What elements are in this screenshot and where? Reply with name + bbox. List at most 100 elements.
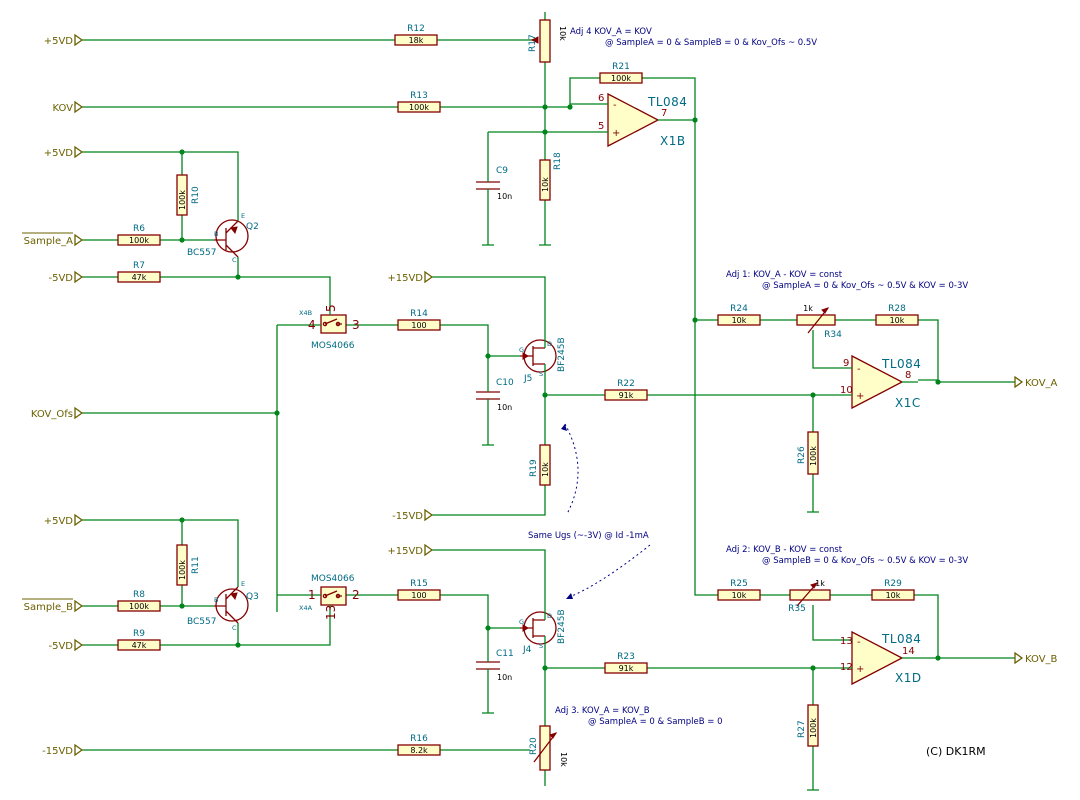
resistor-value: 1k: [815, 579, 825, 588]
resistor-value: 18k: [409, 36, 424, 45]
capacitor-ref: C11: [496, 649, 514, 659]
resistor-ref: R6: [133, 224, 145, 234]
pin-number: 7: [661, 108, 667, 119]
resistor-value: 100k: [178, 190, 187, 210]
ugs-note: Same Ugs (~-3V) @ Id -1mA: [528, 531, 649, 541]
resistor-ref: R25: [730, 579, 748, 589]
pin-letter: C: [232, 256, 237, 264]
resistor-ref: R27: [797, 720, 807, 738]
analog-switches: 4 3 5 X4B MOS4066 1 2 13 X4A MOS4066: [299, 302, 360, 620]
resistor-ref: R13: [410, 91, 428, 101]
opamp-ref: X1D: [895, 671, 922, 685]
net-label-p5v: +5VD: [44, 148, 74, 159]
adjust-note: @ SampleA = 0 & SampleB = 0 & Kov_Ofs ~ …: [605, 38, 817, 48]
pin-number: 8: [905, 370, 911, 381]
resistor-value: 47k: [132, 641, 147, 650]
pin-letter: G: [519, 618, 524, 626]
capacitor-ref: C10: [496, 378, 514, 388]
opamp-part: TL084: [881, 632, 921, 646]
resistor-value: 100: [411, 321, 426, 330]
resistor-ref: R12: [407, 24, 425, 34]
resistor-ref: R22: [617, 379, 635, 389]
pointer-arrow: [566, 544, 651, 599]
jfet-ref: J4: [522, 645, 532, 655]
pin-number: 2: [352, 588, 360, 602]
adjust-note: @ SampleA = 0 & Kov_Ofs ~ 0.5V & KOV = 0…: [762, 281, 968, 291]
resistor-value: 10k: [732, 591, 747, 600]
resistor-ref: R24: [730, 304, 748, 314]
net-label-p5v: +5VD: [44, 516, 74, 527]
resistor-r9: [117, 639, 161, 651]
pin-number: 10: [840, 385, 853, 396]
potentiometers-horizontal: 1k R34 1k R35: [788, 304, 842, 614]
pin-number: 5: [598, 121, 604, 132]
resistor-value: 1k: [803, 304, 813, 313]
opamp-ref: X1B: [660, 134, 686, 148]
pin-letter: B: [214, 596, 218, 604]
resistor-r11: [176, 544, 188, 586]
capacitor-ref: C9: [496, 166, 508, 176]
adjust-note: @ SampleA = 0 & SampleB = 0: [588, 717, 723, 727]
resistor-ref: R16: [410, 734, 428, 744]
opamp-x1d: [851, 630, 904, 686]
resistor-value: 100k: [129, 236, 149, 245]
resistor-value: 100k: [611, 74, 631, 83]
pin-number: 4: [308, 318, 316, 332]
resistor-r18: [539, 159, 551, 201]
resistor-ref: R26: [797, 446, 807, 464]
resistor-r26: [807, 431, 819, 475]
resistor-r13: [397, 101, 441, 113]
potentiometer-r17: [539, 19, 551, 63]
capacitor-c11: [476, 661, 500, 670]
net-label-kov: KOV: [52, 103, 73, 114]
resistor-value: 10k: [890, 316, 905, 325]
capacitor-value: 10n: [497, 192, 512, 201]
svg-text:+: +: [612, 128, 620, 139]
svg-text:+: +: [856, 664, 864, 675]
resistor-value: 10k: [541, 177, 550, 192]
resistor-value: 91k: [619, 664, 634, 673]
adjust-note: Adj 1: KOV_A - KOV = const: [726, 270, 843, 280]
jfet-part: BF245B: [557, 609, 567, 644]
svg-text:+: +: [856, 391, 864, 402]
resistor-r10: [176, 174, 188, 216]
copyright: (C) DK1RM: [926, 745, 986, 758]
pin-letter: E: [241, 580, 245, 588]
resistor-r19: [539, 444, 551, 486]
transistor-ref: Q3: [246, 592, 259, 602]
switch-x4a: [320, 586, 347, 606]
resistor-r23: [604, 662, 648, 674]
resistor-ref: R23: [617, 652, 635, 662]
pin-letter: B: [214, 230, 218, 238]
junctions: [179, 104, 941, 671]
resistor-value: 100: [411, 591, 426, 600]
resistor-ref: R34: [824, 330, 842, 340]
net-label-sample-a: Sample_A: [24, 236, 73, 247]
pin-number: 9: [843, 358, 849, 369]
resistor-ref: R29: [884, 579, 902, 589]
resistor-value: 91k: [619, 391, 634, 400]
pin-number: 13: [840, 636, 853, 647]
resistor-ref: R19: [529, 459, 539, 477]
transistor-q2: [215, 219, 249, 253]
svg-text:-: -: [857, 364, 861, 375]
net-label-p15v: +15VD: [387, 546, 423, 557]
net-label-sample-b: Sample_B: [24, 602, 73, 613]
adjust-note: @ SampleB = 0 & Kov_Ofs ~ 0.5V & KOV = 0…: [762, 556, 968, 566]
svg-text:-: -: [613, 100, 617, 111]
resistor-value: 100k: [809, 446, 818, 466]
opamps: - + 6 5 7 TL084 X1B - + 9 10 8 TL084 X1C…: [598, 92, 938, 686]
capacitors: C9 10n C10 10n C11 10n: [476, 165, 514, 685]
resistor-value: 47k: [132, 273, 147, 282]
resistor-r29: [871, 589, 915, 601]
opamp-part: TL084: [881, 357, 921, 371]
pin-letter: E: [241, 212, 245, 220]
net-label-kov-a: KOV_A: [1025, 378, 1058, 389]
resistor-value: 10k: [732, 316, 747, 325]
opamp-x1c: [851, 354, 904, 410]
resistor-ref: R9: [133, 629, 145, 639]
pin-number: 6: [598, 93, 604, 104]
resistor-value: 10k: [559, 752, 568, 767]
pin-letter: C: [232, 624, 237, 632]
capacitor-c9: [476, 181, 500, 190]
